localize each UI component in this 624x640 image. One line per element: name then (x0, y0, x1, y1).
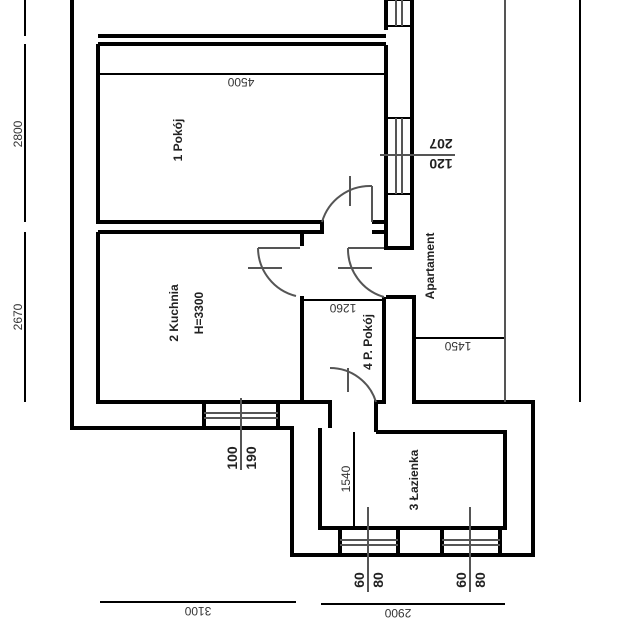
bath-right-top: 60 (453, 572, 469, 588)
kitchen-window-bottom: 190 (243, 446, 259, 470)
room1-door-jamb (372, 220, 388, 234)
door-room4 (329, 366, 377, 403)
bath-left-bottom: 80 (370, 572, 386, 588)
bath-right-bottom: 80 (472, 572, 488, 588)
kitchen-wall (96, 232, 332, 428)
dim-hall-width: 1260 (329, 301, 356, 315)
dim-bath-height: 1540 (339, 465, 353, 492)
door-hall (338, 247, 385, 298)
dim-bottom-left: 3100 (184, 604, 211, 618)
dim-right-offset: 1450 (444, 339, 471, 353)
right-column-wall (384, 0, 414, 250)
apartment-label: Apartament (423, 233, 437, 300)
kitchen-window-top: 100 (224, 446, 240, 470)
bath-left-top: 60 (351, 572, 367, 588)
right-window-top: 207 (429, 136, 453, 152)
room4-label: 4 P. Pokój (361, 314, 375, 370)
outer-wall (70, 0, 535, 557)
dim-left-lower: 2670 (11, 303, 25, 330)
hall-wall (300, 296, 386, 432)
door-kitchen (248, 247, 300, 297)
room2-label: 2 Kuchnia (167, 284, 181, 342)
room2-height: H=3300 (192, 291, 206, 334)
dim-room1-width: 4500 (227, 75, 254, 89)
room1-wall (96, 34, 386, 246)
dim-bottom-right: 2900 (384, 606, 411, 620)
door-room1 (321, 176, 373, 223)
room3-label: 3 Łazienka (407, 449, 421, 510)
right-window-bottom: 120 (429, 156, 453, 172)
dim-left-upper: 2800 (11, 120, 25, 147)
room1-label: 1 Pokój (171, 119, 185, 162)
top-window (385, 0, 413, 27)
bath-wall (318, 428, 507, 530)
